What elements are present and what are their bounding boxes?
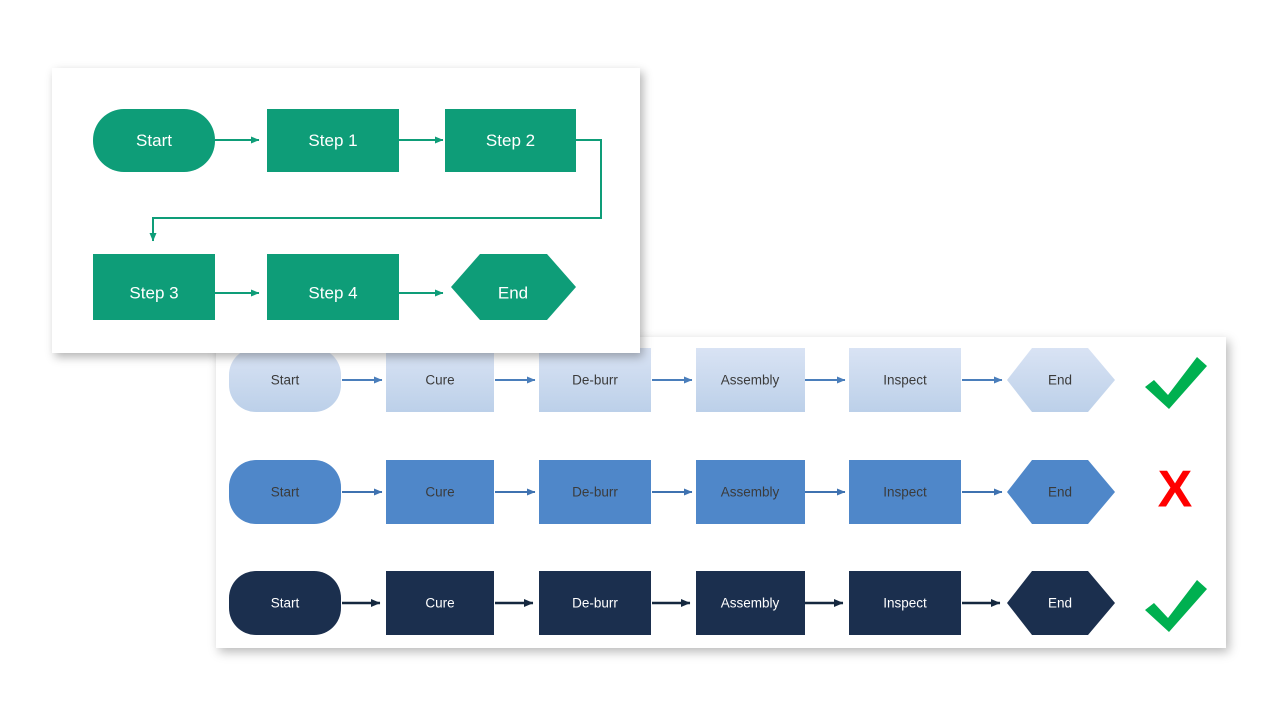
row-medium-node-cure-label: Cure bbox=[425, 485, 454, 500]
row-medium-node-start-label: Start bbox=[271, 485, 300, 500]
row-dark-node-deburr-label: De-burr bbox=[572, 596, 618, 611]
row-dark-node-inspect-label: Inspect bbox=[883, 596, 927, 611]
row-light-node-assembly[interactable]: Assembly bbox=[696, 348, 805, 412]
green-node-end[interactable]: End bbox=[451, 254, 576, 320]
row-medium-node-assembly[interactable]: Assembly bbox=[696, 460, 805, 524]
row-dark-node-deburr[interactable]: De-burr bbox=[539, 571, 651, 635]
green-node-start[interactable]: Start bbox=[93, 109, 215, 172]
rect-shape bbox=[267, 109, 399, 172]
rect-shape bbox=[386, 571, 494, 635]
row-light-status-check-icon bbox=[1145, 357, 1207, 409]
rect-shape bbox=[849, 348, 961, 412]
row-medium-node-end-label: End bbox=[1048, 485, 1072, 500]
row-light-node-start[interactable]: Start bbox=[229, 348, 341, 412]
green-node-step4[interactable]: Step 4 bbox=[267, 254, 399, 320]
hexagon-shape bbox=[1007, 460, 1115, 524]
row-medium-status-cross-icon: X bbox=[1158, 461, 1193, 519]
row-dark-node-inspect[interactable]: Inspect bbox=[849, 571, 961, 635]
green-node-step4-label: Step 4 bbox=[308, 283, 357, 302]
rect-shape bbox=[539, 460, 651, 524]
row-light-node-deburr[interactable]: De-burr bbox=[539, 348, 651, 412]
hexagon-shape bbox=[1007, 571, 1115, 635]
green-connectors bbox=[149, 136, 602, 297]
row-medium-node-start[interactable]: Start bbox=[229, 460, 341, 524]
row-medium-node-assembly-label: Assembly bbox=[721, 485, 780, 500]
rounded-shape bbox=[229, 348, 341, 412]
row-light-node-cure-label: Cure bbox=[425, 373, 454, 388]
green-node-step1-label: Step 1 bbox=[308, 131, 357, 150]
flow-row-medium[interactable]: Start Cure De-burr Assembly Inspect End bbox=[229, 460, 1193, 524]
flow-row-light[interactable]: Start Cure De-burr Assembly Inspect End bbox=[229, 348, 1207, 412]
blue-flowchart-variants-card[interactable]: Start Cure De-burr Assembly Inspect End bbox=[216, 337, 1226, 648]
row-dark-node-assembly-label: Assembly bbox=[721, 596, 780, 611]
row-medium-node-deburr[interactable]: De-burr bbox=[539, 460, 651, 524]
row-light-node-inspect[interactable]: Inspect bbox=[849, 348, 961, 412]
rounded-shape bbox=[229, 571, 341, 635]
green-flowchart-diagram: Start Step 1 Step 2 Step 3 Step 4 End bbox=[93, 109, 602, 320]
green-node-step3-label: Step 3 bbox=[129, 283, 178, 302]
rect-shape bbox=[93, 254, 215, 320]
rect-shape bbox=[539, 348, 651, 412]
rect-shape bbox=[696, 348, 805, 412]
row-medium-node-deburr-label: De-burr bbox=[572, 485, 618, 500]
green-flowchart-card[interactable]: Start Step 1 Step 2 Step 3 Step 4 End bbox=[52, 68, 640, 353]
cross-glyph: X bbox=[1158, 461, 1193, 519]
row-dark-node-cure[interactable]: Cure bbox=[386, 571, 494, 635]
row-light-node-cure[interactable]: Cure bbox=[386, 348, 494, 412]
row-light-node-end-label: End bbox=[1048, 373, 1072, 388]
row-dark-node-cure-label: Cure bbox=[425, 596, 454, 611]
row-light-node-start-label: Start bbox=[271, 373, 300, 388]
rect-shape bbox=[539, 571, 651, 635]
rect-shape bbox=[386, 348, 494, 412]
row-dark-node-start[interactable]: Start bbox=[229, 571, 341, 635]
row-light-node-deburr-label: De-burr bbox=[572, 373, 618, 388]
row-medium-node-cure[interactable]: Cure bbox=[386, 460, 494, 524]
rect-shape bbox=[445, 109, 576, 172]
flow-row-dark[interactable]: Start Cure De-burr Assembly Inspect End bbox=[229, 571, 1207, 635]
row-light-node-end[interactable]: End bbox=[1007, 348, 1115, 412]
green-node-start-label: Start bbox=[136, 131, 172, 150]
rect-shape bbox=[696, 571, 805, 635]
rect-shape bbox=[696, 460, 805, 524]
row-dark-node-end-label: End bbox=[1048, 596, 1072, 611]
row-dark-node-end[interactable]: End bbox=[1007, 571, 1115, 635]
row-medium-node-inspect[interactable]: Inspect bbox=[849, 460, 961, 524]
green-node-step1[interactable]: Step 1 bbox=[267, 109, 399, 172]
hexagon-shape bbox=[451, 254, 576, 320]
rounded-shape bbox=[93, 109, 215, 172]
row-light-node-assembly-label: Assembly bbox=[721, 373, 780, 388]
rect-shape bbox=[849, 460, 961, 524]
connector-step2-step3 bbox=[149, 139, 602, 242]
row-light-node-inspect-label: Inspect bbox=[883, 373, 927, 388]
green-node-step2[interactable]: Step 2 bbox=[445, 109, 576, 172]
row-medium-node-inspect-label: Inspect bbox=[883, 485, 927, 500]
green-node-step3[interactable]: Step 3 bbox=[93, 254, 215, 320]
row-medium-node-end[interactable]: End bbox=[1007, 460, 1115, 524]
green-node-step2-label: Step 2 bbox=[486, 131, 535, 150]
row-dark-status-check-icon bbox=[1145, 580, 1207, 632]
row-dark-node-assembly[interactable]: Assembly bbox=[696, 571, 805, 635]
row-dark-node-start-label: Start bbox=[271, 596, 300, 611]
rect-shape bbox=[386, 460, 494, 524]
blue-flowchart-diagram: Start Cure De-burr Assembly Inspect End bbox=[229, 348, 1207, 635]
hexagon-shape bbox=[1007, 348, 1115, 412]
rect-shape bbox=[267, 254, 399, 320]
rounded-shape bbox=[229, 460, 341, 524]
green-node-end-label: End bbox=[498, 283, 528, 302]
rect-shape bbox=[849, 571, 961, 635]
